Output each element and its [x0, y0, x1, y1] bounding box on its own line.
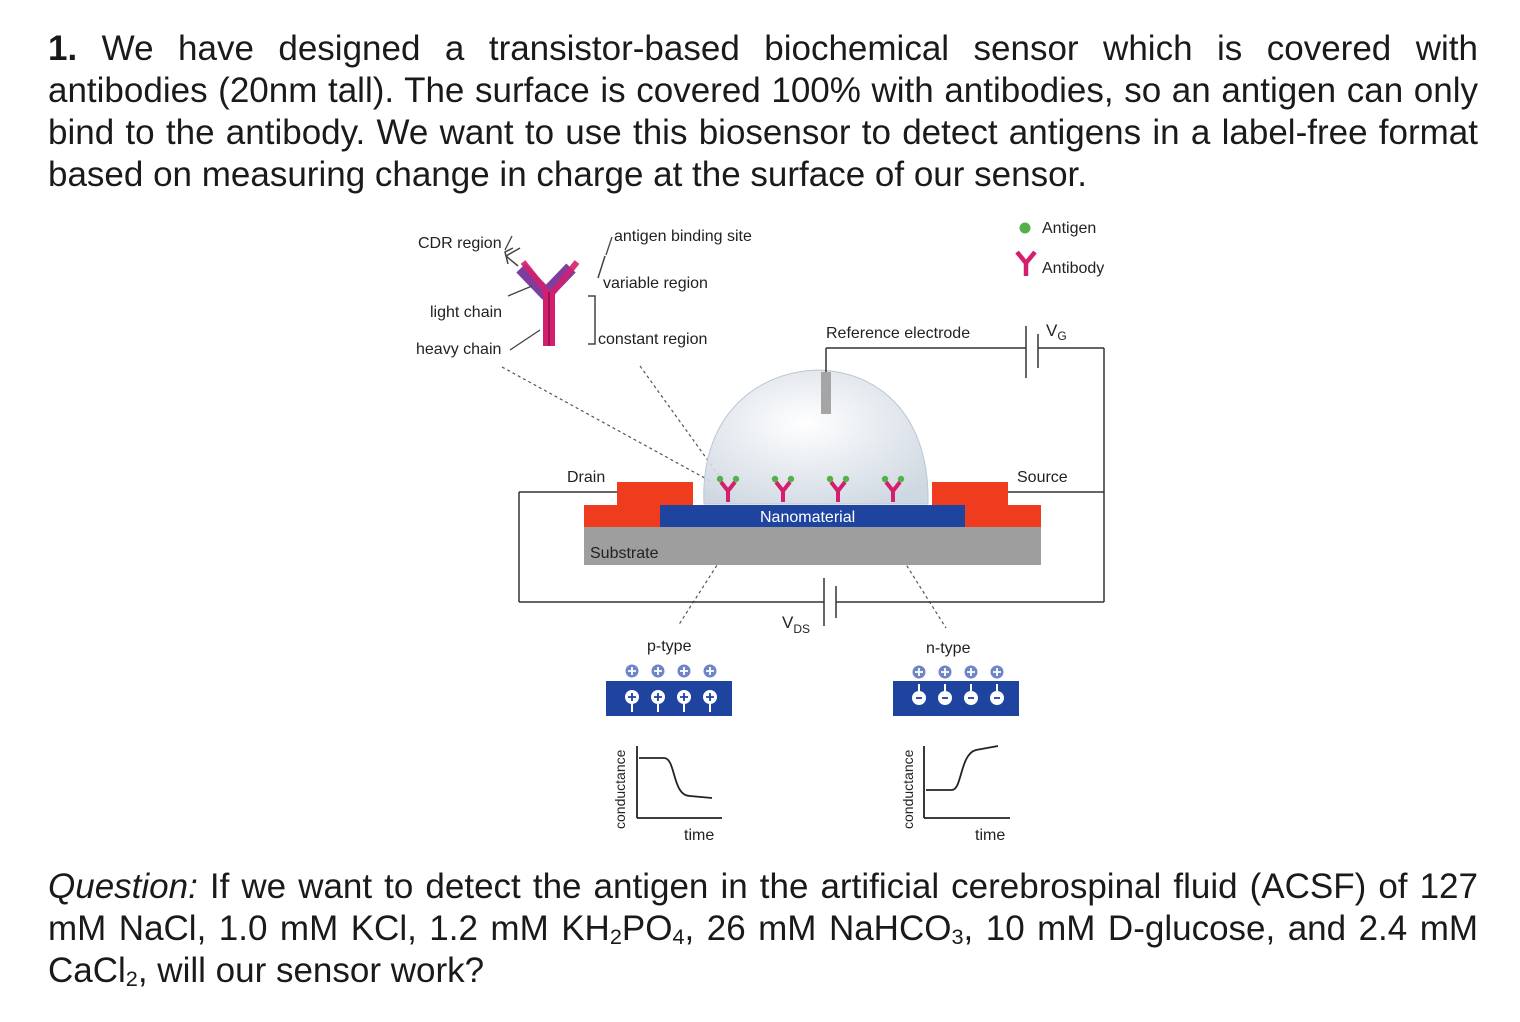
problem-intro: 1. We have designed a transistor-based b…: [48, 28, 1478, 196]
nanomaterial: [660, 505, 965, 527]
label-source: Source: [1017, 469, 1068, 486]
label-drain: Drain: [567, 469, 605, 486]
question: Question: If we want to detect the antig…: [48, 866, 1478, 992]
problem-number: 1.: [48, 29, 78, 68]
problem-text: We have designed a transistor-based bioc…: [48, 29, 1478, 194]
source-electrode: [932, 482, 1041, 527]
legend-antigen: Antigen: [1042, 220, 1096, 237]
label-antigen-binding-site: antigen binding site: [614, 228, 752, 245]
n-type-conductance-plot: [923, 745, 1010, 819]
label-cdr-region: CDR region: [418, 235, 502, 252]
p-plot-ylabel: conductance: [612, 749, 628, 829]
label-n-type: n-type: [926, 640, 971, 657]
antibody-legend-icon: [1015, 250, 1037, 276]
p-plot-xlabel: time: [684, 827, 714, 844]
legend: Antigen Antibody: [1015, 220, 1104, 277]
question-text-5: , will our sensor work?: [137, 951, 485, 990]
question-text-1: If we want to detect the antigen in the …: [48, 867, 1478, 948]
p-type-panel: [606, 663, 732, 716]
label-nanomaterial: Nanomaterial: [760, 509, 855, 526]
question-sub-1: 2: [609, 923, 622, 949]
label-constant-region: constant region: [598, 331, 707, 348]
question-sub-2: 4: [672, 923, 685, 949]
label-reference-electrode: Reference electrode: [826, 325, 970, 342]
label-variable-region: variable region: [603, 275, 708, 292]
drain-electrode: [584, 482, 693, 527]
p-type-conductance-plot: [636, 746, 722, 819]
question-sub-4: 2: [125, 965, 138, 991]
n-plot-ylabel: conductance: [900, 749, 916, 829]
n-type-panel: [893, 664, 1019, 716]
question-text-4: , 10 mM D-glucose, and 2.4 mM CaCl: [48, 909, 1479, 990]
question-sub-3: 3: [951, 923, 964, 949]
label-vds: VDS: [782, 613, 810, 636]
antigen-legend-icon: [1019, 222, 1031, 234]
label-substrate: Substrate: [590, 545, 659, 562]
question-text-2: PO: [621, 909, 673, 948]
solution-dome: [703, 369, 929, 505]
label-light-chain: light chain: [430, 304, 502, 321]
question-label: Question:: [48, 867, 198, 906]
question-text-3: , 26 mM NaHCO: [684, 909, 952, 948]
label-vg: VG: [1046, 321, 1067, 343]
label-heavy-chain: heavy chain: [416, 341, 501, 358]
reference-electrode: [821, 372, 831, 414]
legend-antibody: Antibody: [1042, 260, 1104, 277]
label-p-type: p-type: [647, 638, 692, 655]
antibody-illustration: [504, 235, 613, 351]
substrate: [584, 527, 1041, 565]
n-plot-xlabel: time: [975, 827, 1005, 844]
